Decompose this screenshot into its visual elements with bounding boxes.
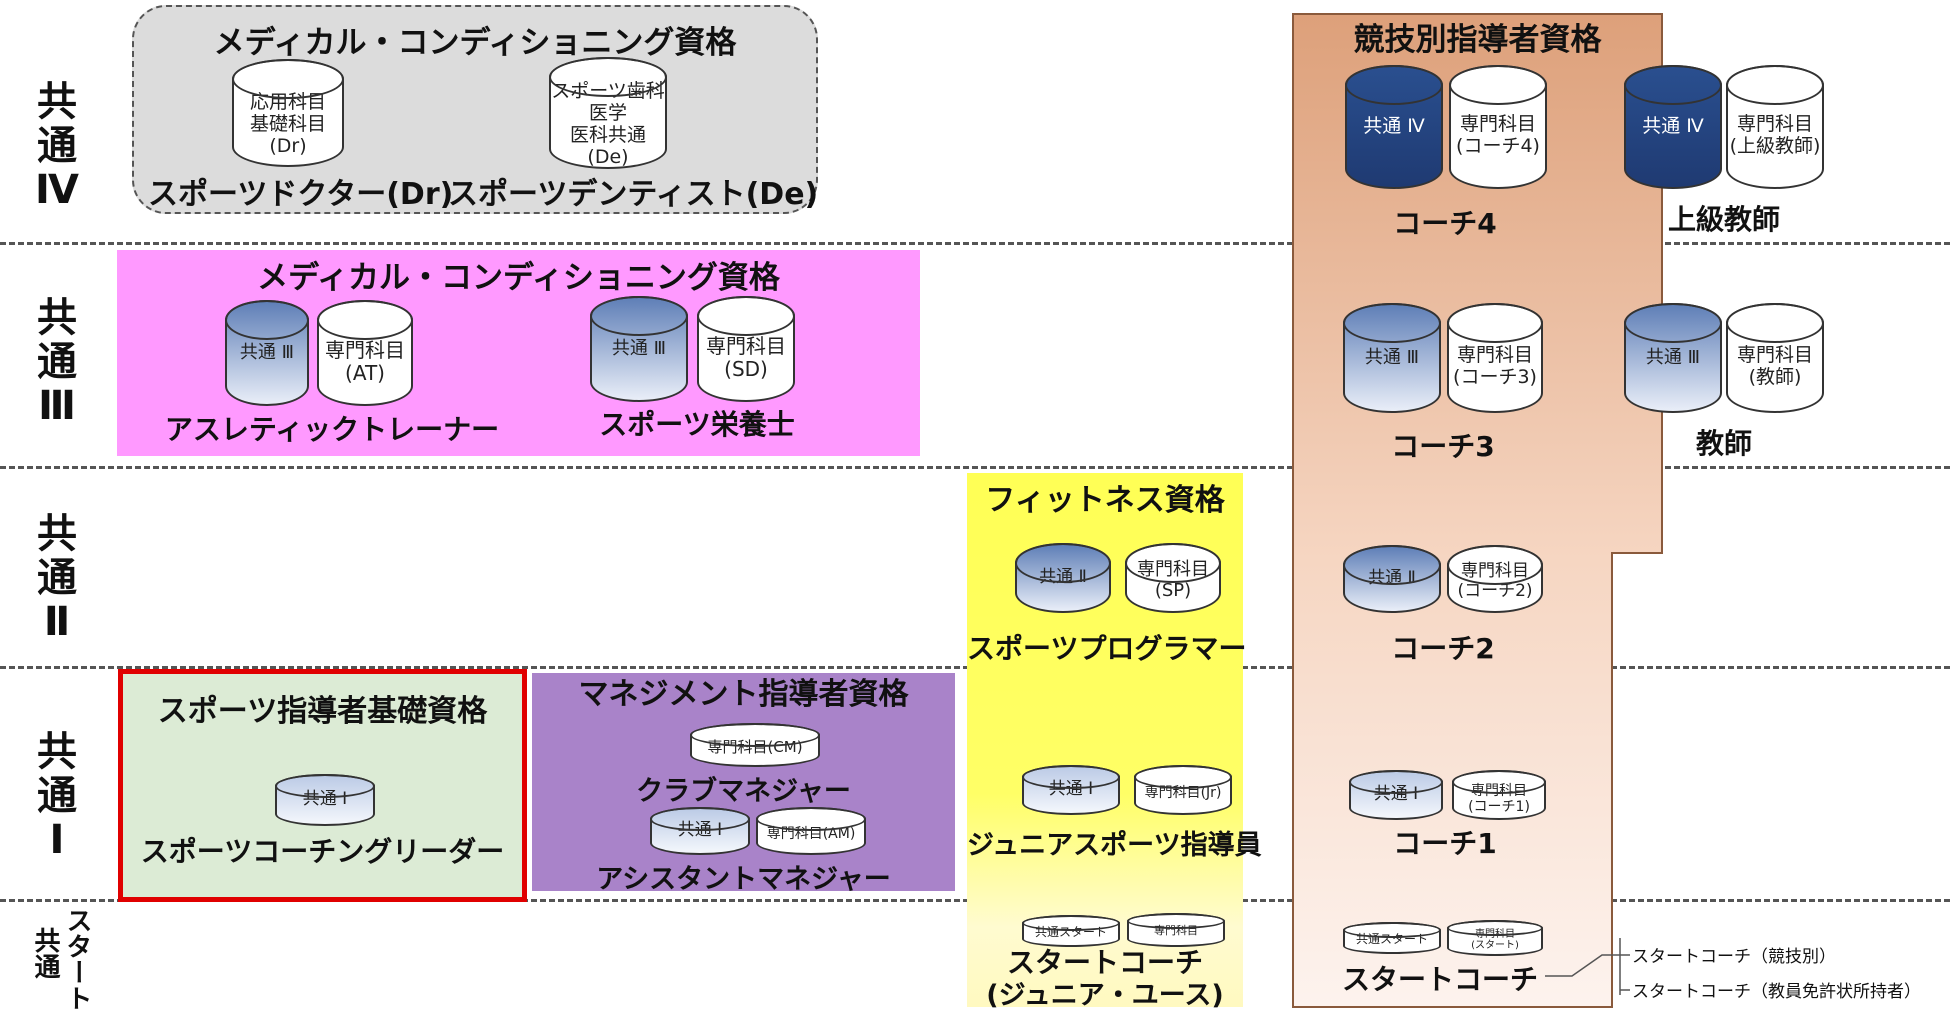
start-branch-line	[1545, 938, 1630, 995]
management-box: マネジメント指導者資格 専門科目(CM) クラブマネジャー 共通 Ⅰ 専門科目(…	[532, 673, 955, 895]
coach4-name: コーチ4	[1393, 207, 1497, 240]
coach3-common-cylinder: 共通 Ⅲ	[1343, 303, 1441, 413]
de-name: スポーツデンティスト(De)	[448, 177, 819, 212]
coach1-special-cylinder: 専門科目 (コーチ1)	[1452, 770, 1546, 820]
coach1-name: コーチ1	[1393, 827, 1497, 860]
competition-title: 競技別指導者資格	[1353, 22, 1602, 58]
cm-special-cylinder: 専門科目(CM)	[690, 723, 820, 767]
start-branch-2: スタートコーチ（教員免許状所持者）	[1632, 982, 1921, 1002]
fitness-title: フィットネス資格	[985, 483, 1225, 518]
comp-start-common-cylinder: 共通スタート	[1343, 922, 1441, 954]
jr-special-cylinder: 専門科目(Jr)	[1134, 765, 1232, 815]
senior-teacher-special-cylinder: 専門科目 (上級教師)	[1726, 65, 1824, 189]
fit-start-name: スタートコーチ	[1006, 946, 1203, 979]
coach3-name: コーチ3	[1391, 430, 1495, 463]
de-cylinder: スポーツ歯科医学 医科共通 (De)	[549, 57, 667, 169]
sp-special-cylinder: 専門科目 (SP)	[1125, 543, 1221, 613]
fitness-box: フィットネス資格 共通 Ⅱ 専門科目 (SP) スポーツプログラマー 共通 Ⅰ …	[967, 473, 1262, 1011]
at-common-cylinder: 共通 Ⅲ	[225, 300, 309, 406]
dr-name: スポーツドクター(Dr)	[148, 177, 454, 212]
sp-name: スポーツプログラマー	[967, 632, 1247, 665]
coach4-common-cylinder: 共通 Ⅳ	[1345, 65, 1443, 189]
fit-start-common-cylinder: 共通スタート	[1022, 915, 1120, 947]
basic-name: スポーツコーチングリーダー	[140, 835, 505, 868]
basic-title: スポーツ指導者基礎資格	[157, 694, 488, 729]
teacher-special-cylinder: 専門科目 (教師)	[1726, 303, 1824, 413]
am-name: アシスタントマネジャー	[596, 864, 891, 895]
sp-common-cylinder: 共通 Ⅱ	[1015, 543, 1111, 613]
tier-label-start: スタート 共通	[22, 905, 102, 1023]
basic-box: スポーツ指導者基礎資格 共通 Ⅰ スポーツコーチングリーダー	[118, 669, 527, 902]
coach4-special-cylinder: 専門科目 (コーチ4)	[1449, 65, 1547, 189]
start-branch-1: スタートコーチ（競技別）	[1632, 947, 1836, 967]
at-name: アスレティックトレーナー	[164, 413, 500, 446]
medical-iv-box: メディカル・コンディショニング資格 応用科目 基礎科目 (Dr) スポーツ歯科医…	[132, 5, 818, 214]
comp-start-special-cylinder: 専門科目 (スタート)	[1447, 920, 1543, 956]
fit-start-sub: (ジュニア・ユース)	[986, 980, 1224, 1011]
fit-start-special-cylinder: 専門科目	[1127, 913, 1225, 947]
am-common-cylinder: 共通 Ⅰ	[650, 807, 750, 855]
medical-iii-title: メディカル・コンディショニング資格	[257, 260, 780, 296]
sd-special-cylinder: 専門科目 (SD)	[697, 296, 795, 402]
tier-divider-iv-iii	[0, 242, 1950, 245]
dr-cylinder: 応用科目 基礎科目 (Dr)	[232, 59, 344, 167]
teacher-common-cylinder: 共通 Ⅲ	[1624, 303, 1722, 413]
coach2-special-cylinder: 専門科目 (コーチ2)	[1447, 545, 1543, 613]
tier-divider-iii-ii	[0, 466, 1950, 469]
senior-teacher-common-cylinder: 共通 Ⅳ	[1624, 65, 1722, 189]
management-title: マネジメント指導者資格	[578, 677, 909, 712]
tier-start-line1: 共通	[30, 927, 60, 979]
coach1-common-cylinder: 共通 Ⅰ	[1349, 770, 1443, 820]
coach2-common-cylinder: 共通 Ⅱ	[1343, 545, 1441, 613]
sd-common-cylinder: 共通 Ⅲ	[590, 296, 688, 402]
at-special-cylinder: 専門科目 (AT)	[317, 300, 413, 406]
teacher-name: 教師	[1695, 427, 1752, 460]
coach2-name: コーチ2	[1391, 632, 1495, 665]
competition-polygon	[1292, 13, 1663, 1008]
jr-name: ジュニアスポーツ指導員	[967, 830, 1262, 861]
cm-name: クラブマネジャー	[636, 776, 851, 807]
senior-teacher-name: 上級教師	[1667, 203, 1780, 236]
am-special-cylinder: 専門科目(AM)	[756, 807, 866, 855]
basic-common-cylinder: 共通 Ⅰ	[275, 774, 375, 826]
comp-start-name: スタートコーチ	[1341, 963, 1538, 996]
tier-start-line2: スタート	[62, 907, 92, 1011]
medical-iv-title: メディカル・コンディショニング資格	[213, 25, 737, 61]
jr-common-cylinder: 共通 Ⅰ	[1022, 765, 1120, 815]
coach3-special-cylinder: 専門科目 (コーチ3)	[1447, 303, 1543, 413]
sd-name: スポーツ栄養士	[599, 408, 795, 441]
medical-iii-box: メディカル・コンディショニング資格 共通 Ⅲ 専門科目 (AT) アスレティック…	[117, 250, 920, 456]
